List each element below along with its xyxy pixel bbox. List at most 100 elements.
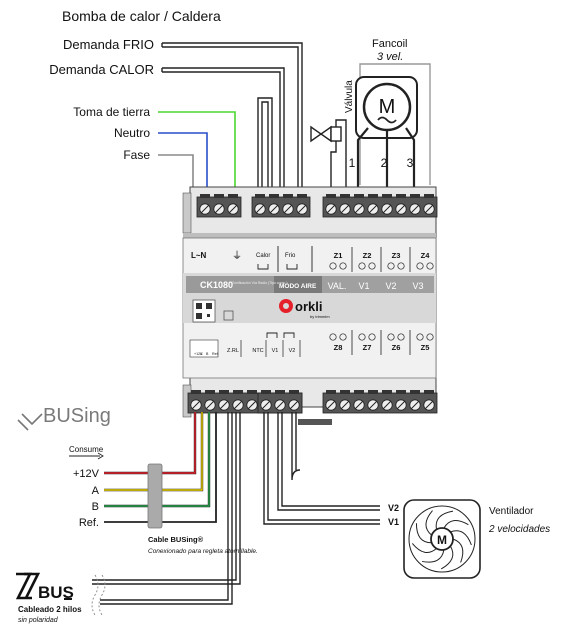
wire-zbus — [92, 412, 241, 605]
zone-label-z7: Z7 — [363, 343, 372, 352]
speed-label-3: 3 — [407, 156, 414, 170]
terminal-block-calor-frio — [251, 194, 311, 218]
valve-symbol — [310, 119, 347, 197]
led-indicator-icon — [397, 262, 405, 270]
speed-label-2: 2 — [381, 156, 388, 170]
top-terminal-blocks — [196, 194, 438, 218]
wire-neutro — [158, 132, 208, 197]
mode-label-1: V1 — [358, 281, 369, 291]
bottom-zone-labels: Z8 Z7 Z6 Z5 — [329, 330, 434, 355]
zone-label-z8: Z8 — [334, 343, 343, 352]
cable-busing-desc-1: Conexionado para regleta atornillable. — [148, 548, 258, 555]
led-indicator-icon — [339, 262, 347, 270]
bus-term-box — [189, 339, 219, 358]
led-indicator-icon — [397, 333, 405, 341]
label-valvula: Válvula — [344, 80, 355, 113]
led-indicator-icon — [416, 333, 424, 341]
led-indicator-icon — [426, 333, 434, 341]
term-label-ln: L~N — [191, 251, 207, 260]
model-desc: Zonificación Vía Radio (Tipo comp.) — [232, 281, 288, 285]
label-demanda-calor: Demanda CALOR — [49, 62, 154, 77]
terminal-block-zones — [322, 390, 438, 414]
terminal-block-power — [196, 194, 242, 218]
vent-line-label-v1: V1 — [388, 517, 399, 527]
cable-break-icon-2 — [98, 574, 106, 616]
wire-ventilador — [263, 412, 380, 525]
modo-aire-label: MODO AIRE — [279, 283, 317, 290]
led-indicator-icon — [339, 333, 347, 341]
label-toma-tierra: Toma de tierra — [73, 105, 150, 119]
wire-bus-12v — [104, 412, 197, 475]
bus-line-label-12v: +12V — [73, 468, 100, 480]
vent-line-label-v2: V2 — [388, 503, 399, 513]
busing-logo-text: BUSing — [43, 405, 111, 427]
led-indicator-icon — [387, 262, 395, 270]
ground-icon: ⏚ — [232, 250, 242, 262]
mode-labels: VAL. V1 V2 V3 — [328, 281, 424, 291]
bus-term-3: Ref. — [212, 352, 219, 356]
zone-label-z2: Z2 — [363, 251, 372, 260]
bottom-term-1: NTC — [252, 348, 263, 354]
wire-fancoil-speeds — [356, 127, 416, 197]
term-label-frio: Frio — [285, 253, 296, 259]
consume-arrow-icon — [97, 452, 104, 460]
zone-label-z6: Z6 — [392, 343, 401, 352]
fancoil-subtitle: 3 vel. — [377, 51, 403, 63]
top-zone-labels: Z1 Z2 Z3 Z4 — [329, 247, 434, 272]
mode-label-3: V3 — [412, 281, 423, 291]
controller-device — [182, 186, 437, 418]
ac-wave-icon — [377, 116, 397, 124]
led-indicator-icon — [387, 333, 395, 341]
zone-label-z5: Z5 — [421, 343, 430, 352]
ventilador-title: Ventilador — [489, 506, 534, 517]
cable-break-icon — [91, 574, 99, 616]
consume-label: Consume — [69, 445, 104, 454]
wire-toma-tierra — [158, 111, 236, 197]
qr-code-icon — [192, 299, 234, 323]
cable-sleeve — [147, 463, 163, 529]
bottom-terminal-blocks — [187, 390, 438, 414]
brand-name: orkli — [295, 299, 322, 314]
terminal-block-ventilador — [257, 390, 303, 414]
zbus-subtitle: sin polaridad — [18, 617, 59, 624]
cable-busing-title: Cable BUSing® — [148, 535, 204, 544]
led-indicator-icon — [358, 333, 366, 341]
zbus-logo: BUS — [15, 572, 74, 602]
busing-logo: BUSing — [17, 405, 111, 431]
diagram-title: Bomba de calor / Caldera — [62, 8, 221, 24]
led-indicator-icon — [416, 262, 424, 270]
dongle-connector — [298, 419, 332, 425]
label-neutro: Neutro — [114, 126, 150, 140]
mode-label-2: V2 — [385, 281, 396, 291]
led-indicator-icon — [329, 262, 337, 270]
bus-term-0: +12V — [194, 352, 203, 356]
wire-demanda-frio — [161, 42, 303, 197]
bus-line-label-a: A — [92, 485, 100, 497]
bus-term-2: B — [206, 352, 209, 356]
bottom-term-0: Z.RL — [227, 348, 239, 354]
term-label-calor: Calor — [256, 253, 270, 259]
zone-label-z4: Z4 — [421, 251, 431, 260]
speed-label-1: 1 — [349, 156, 356, 170]
model-name: CK1080 — [200, 280, 233, 290]
zone-label-z1: Z1 — [334, 251, 343, 260]
wire-bus-ref — [104, 412, 217, 523]
terminal-block-outputs — [322, 194, 438, 218]
fancoil-title: Fancoil — [372, 38, 407, 50]
led-indicator-icon — [329, 333, 337, 341]
mode-label-0: VAL. — [328, 281, 347, 291]
zone-label-z3: Z3 — [392, 251, 401, 260]
relay-contact-icons-bottom — [266, 332, 295, 338]
fancoil-motor-letter: M — [379, 96, 396, 118]
bus-line-label-ref: Ref. — [79, 517, 99, 529]
led-indicator-icon — [426, 262, 434, 270]
wire-bus-a — [104, 412, 204, 492]
bus-term-1: A — [200, 352, 203, 356]
wire-calor-frio-inner — [257, 97, 273, 197]
led-indicator-icon — [358, 262, 366, 270]
fan-motor-letter: M — [437, 533, 447, 547]
